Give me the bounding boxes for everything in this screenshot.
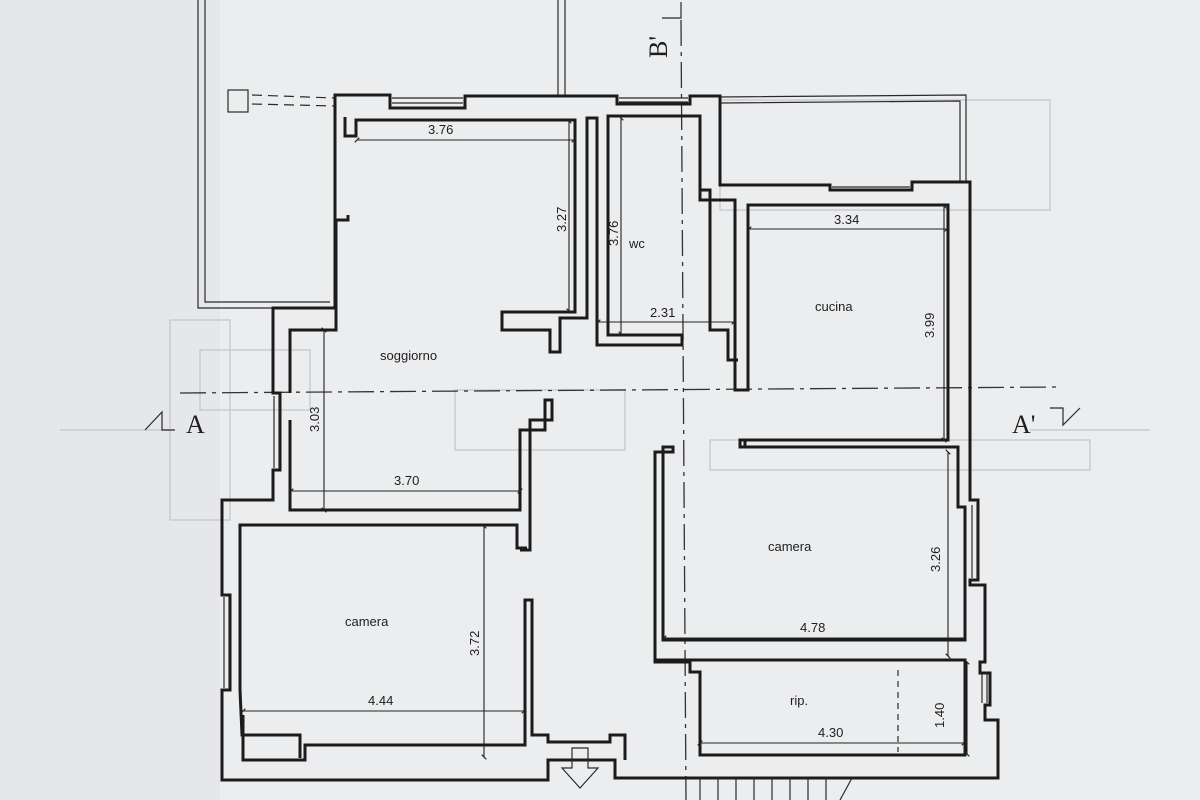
- paper-shadow-left: [0, 0, 220, 800]
- windows: [223, 97, 988, 703]
- section-label-a-prime: A': [1012, 410, 1035, 439]
- dim-soggiorno-height: 3.03: [307, 407, 322, 432]
- room-label-camera-left: camera: [345, 614, 389, 629]
- section-label-a: A: [186, 410, 205, 439]
- dimension-lines: [240, 115, 970, 760]
- dim-rip-width: 4.30: [818, 725, 843, 740]
- room-label-soggiorno: soggiorno: [380, 348, 437, 363]
- dim-camera-right-height: 3.26: [928, 547, 943, 572]
- dim-camera-right-width: 4.78: [800, 620, 825, 635]
- dim-rip-height: 1.40: [932, 703, 947, 728]
- dim-soggiorno-top-width: 3.76: [428, 122, 453, 137]
- entrance-arrow-icon: [560, 747, 600, 789]
- room-label-camera-right: camera: [768, 539, 812, 554]
- balcony-outline: [719, 94, 967, 182]
- dim-soggiorno-width: 3.70: [394, 473, 419, 488]
- dim-camera-left-width: 4.44: [368, 693, 393, 708]
- dim-cucina-height: 3.99: [922, 313, 937, 338]
- section-label-b-prime: B': [644, 36, 673, 58]
- entrance: [560, 670, 899, 800]
- room-label-wc: wc: [628, 236, 645, 251]
- room-label-rip: rip.: [790, 693, 808, 708]
- dim-wc-width: 2.31: [650, 305, 675, 320]
- walls: [220, 93, 1000, 782]
- dim-cucina-width: 3.34: [834, 212, 859, 227]
- pillar: [227, 89, 249, 113]
- dim-camera-left-height: 3.72: [467, 631, 482, 656]
- bleed-through-lines: [60, 99, 1150, 521]
- dim-wc-height: 3.76: [606, 221, 621, 246]
- dim-soggiorno-top-height: 3.27: [554, 207, 569, 232]
- room-label-cucina: cucina: [815, 299, 853, 314]
